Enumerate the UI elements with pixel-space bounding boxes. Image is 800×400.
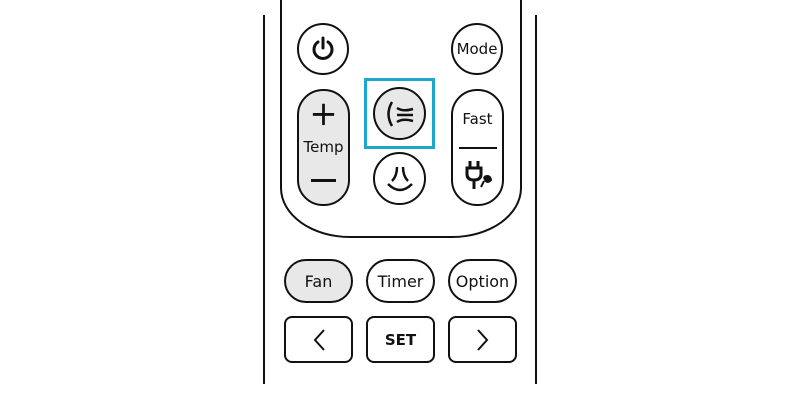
fast-button[interactable]: Fast	[451, 89, 504, 206]
remote-right-edge	[535, 15, 537, 384]
timer-label: Timer	[377, 271, 424, 291]
air-swing-icon	[386, 100, 413, 127]
chevron-right-icon	[476, 328, 488, 351]
wind-free-icon	[386, 166, 413, 191]
divider	[459, 147, 497, 149]
temp-up-label[interactable]: +	[309, 94, 338, 134]
wind-free-button[interactable]	[373, 152, 426, 205]
left-button[interactable]	[284, 316, 353, 363]
temp-label: Temp	[303, 138, 344, 156]
right-button[interactable]	[448, 316, 517, 363]
fan-button[interactable]: Fan	[284, 259, 353, 303]
temp-down-label[interactable]	[311, 179, 336, 182]
remote-left-edge	[263, 15, 265, 384]
power-icon	[312, 36, 334, 60]
plug-icon	[465, 161, 493, 189]
fan-label: Fan	[304, 271, 333, 291]
highlight-box	[364, 78, 435, 149]
option-button[interactable]: Option	[448, 259, 517, 303]
temp-button[interactable]: + Temp	[297, 89, 350, 206]
set-label: SET	[384, 330, 417, 349]
mode-label: Mode	[456, 40, 498, 58]
timer-button[interactable]: Timer	[366, 259, 435, 303]
air-swing-button[interactable]	[373, 87, 426, 140]
mode-button[interactable]: Mode	[451, 23, 503, 75]
option-label: Option	[455, 271, 510, 291]
chevron-left-icon	[313, 328, 325, 351]
fast-label: Fast	[462, 110, 493, 128]
power-button[interactable]	[297, 23, 349, 75]
top-button-panel	[280, 0, 522, 238]
set-button[interactable]: SET	[366, 316, 435, 363]
